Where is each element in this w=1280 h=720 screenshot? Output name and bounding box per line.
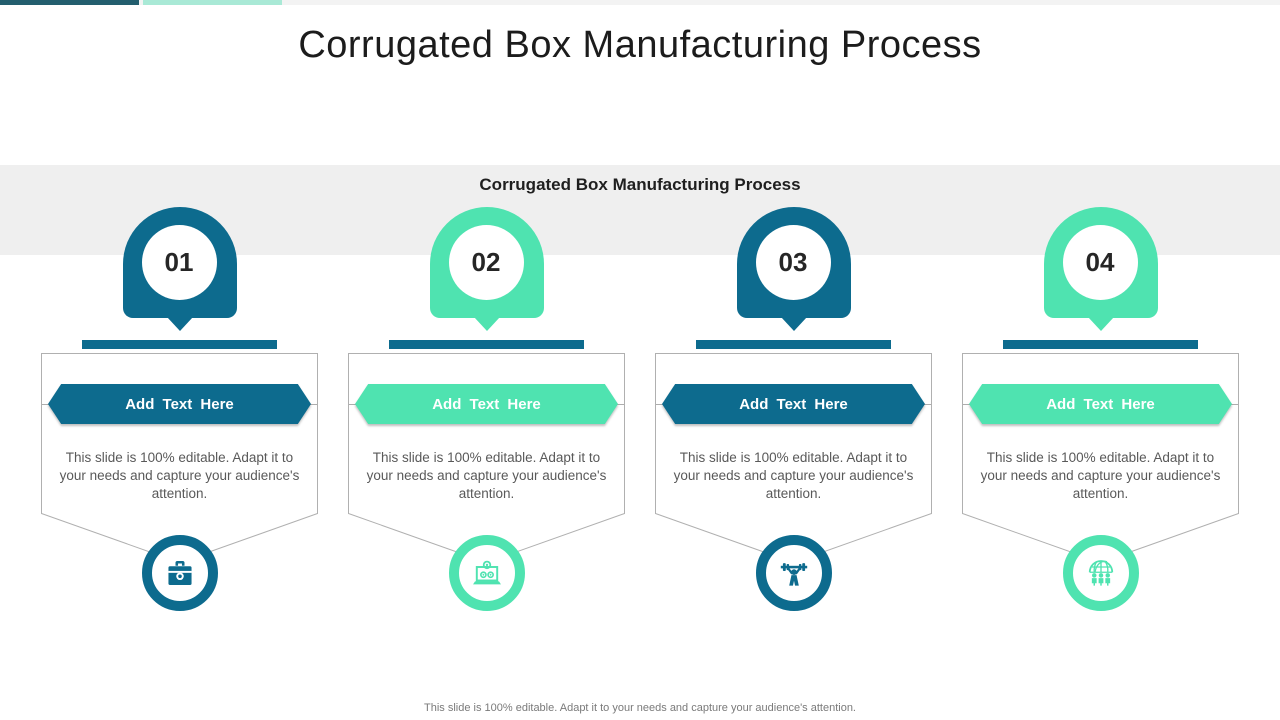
add-text-placeholder-button[interactable]: Add Text Here <box>48 384 311 424</box>
step-card: Add Text Here This slide is 100% editabl… <box>962 353 1239 563</box>
step-number: 02 <box>471 247 501 277</box>
process-step-4: 04 Add Text Here This slide is 100% edit… <box>962 207 1239 611</box>
pin-tail-pointer <box>1087 317 1114 331</box>
add-text-placeholder-button[interactable]: Add Text Here <box>662 384 925 424</box>
toolbox-icon <box>167 561 192 585</box>
step-number: 01 <box>164 247 194 277</box>
step-card: Add Text Here This slide is 100% editabl… <box>348 353 625 563</box>
step-pin-marker: 01 <box>122 207 237 318</box>
footer-note: This slide is 100% editable. Adapt it to… <box>424 702 856 714</box>
step-divider-bar <box>389 340 584 349</box>
step-number: 03 <box>778 247 808 277</box>
step-divider-bar <box>696 340 891 349</box>
step-icon-medallion <box>141 535 218 611</box>
laptop-gears-icon <box>472 560 501 585</box>
diagram-subtitle: Corrugated Box Manufacturing Process <box>479 175 801 194</box>
step-divider-bar <box>1003 340 1198 349</box>
step-number: 04 <box>1085 247 1115 277</box>
step-description: This slide is 100% editable. Adapt it to… <box>59 450 300 501</box>
process-steps: 01 Add Text Here This slide is 100% edit… <box>41 207 1239 611</box>
pin-tail-pointer <box>473 317 500 331</box>
step-icon-medallion <box>448 535 525 611</box>
step-pin-marker: 04 <box>1043 207 1158 318</box>
page-title: Corrugated Box Manufacturing Process <box>298 24 982 66</box>
pin-tail-pointer <box>780 317 807 331</box>
step-description: This slide is 100% editable. Adapt it to… <box>673 450 914 501</box>
add-text-placeholder-button[interactable]: Add Text Here <box>355 384 618 424</box>
step-number-circle: 02 <box>448 225 524 300</box>
step-description: This slide is 100% editable. Adapt it to… <box>366 450 607 501</box>
step-number-circle: 03 <box>755 225 831 300</box>
step-pin-marker: 02 <box>429 207 544 318</box>
weightlifter-icon <box>780 563 807 586</box>
top-accent-bar <box>0 0 1280 5</box>
add-text-placeholder-button[interactable]: Add Text Here <box>969 384 1232 424</box>
step-number-circle: 04 <box>1062 225 1138 300</box>
step-description: This slide is 100% editable. Adapt it to… <box>980 450 1221 501</box>
step-divider-bar <box>82 340 277 349</box>
top-bar-segment-mint <box>143 0 282 5</box>
process-step-1: 01 Add Text Here This slide is 100% edit… <box>41 207 318 611</box>
step-card: Add Text Here This slide is 100% editabl… <box>655 353 932 563</box>
step-number-circle: 01 <box>141 225 217 300</box>
globe-team-icon <box>1088 560 1113 586</box>
process-step-3: 03 Add Text Here This slide is 100% edit… <box>655 207 932 611</box>
pin-tail-pointer <box>166 317 193 331</box>
step-card: Add Text Here This slide is 100% editabl… <box>41 353 318 563</box>
step-pin-marker: 03 <box>736 207 851 318</box>
step-icon-medallion <box>755 535 832 611</box>
top-bar-segment-dark <box>0 0 139 5</box>
step-icon-medallion <box>1062 535 1139 611</box>
process-step-2: 02 Add Text Here This slide is 100% edit… <box>348 207 625 611</box>
